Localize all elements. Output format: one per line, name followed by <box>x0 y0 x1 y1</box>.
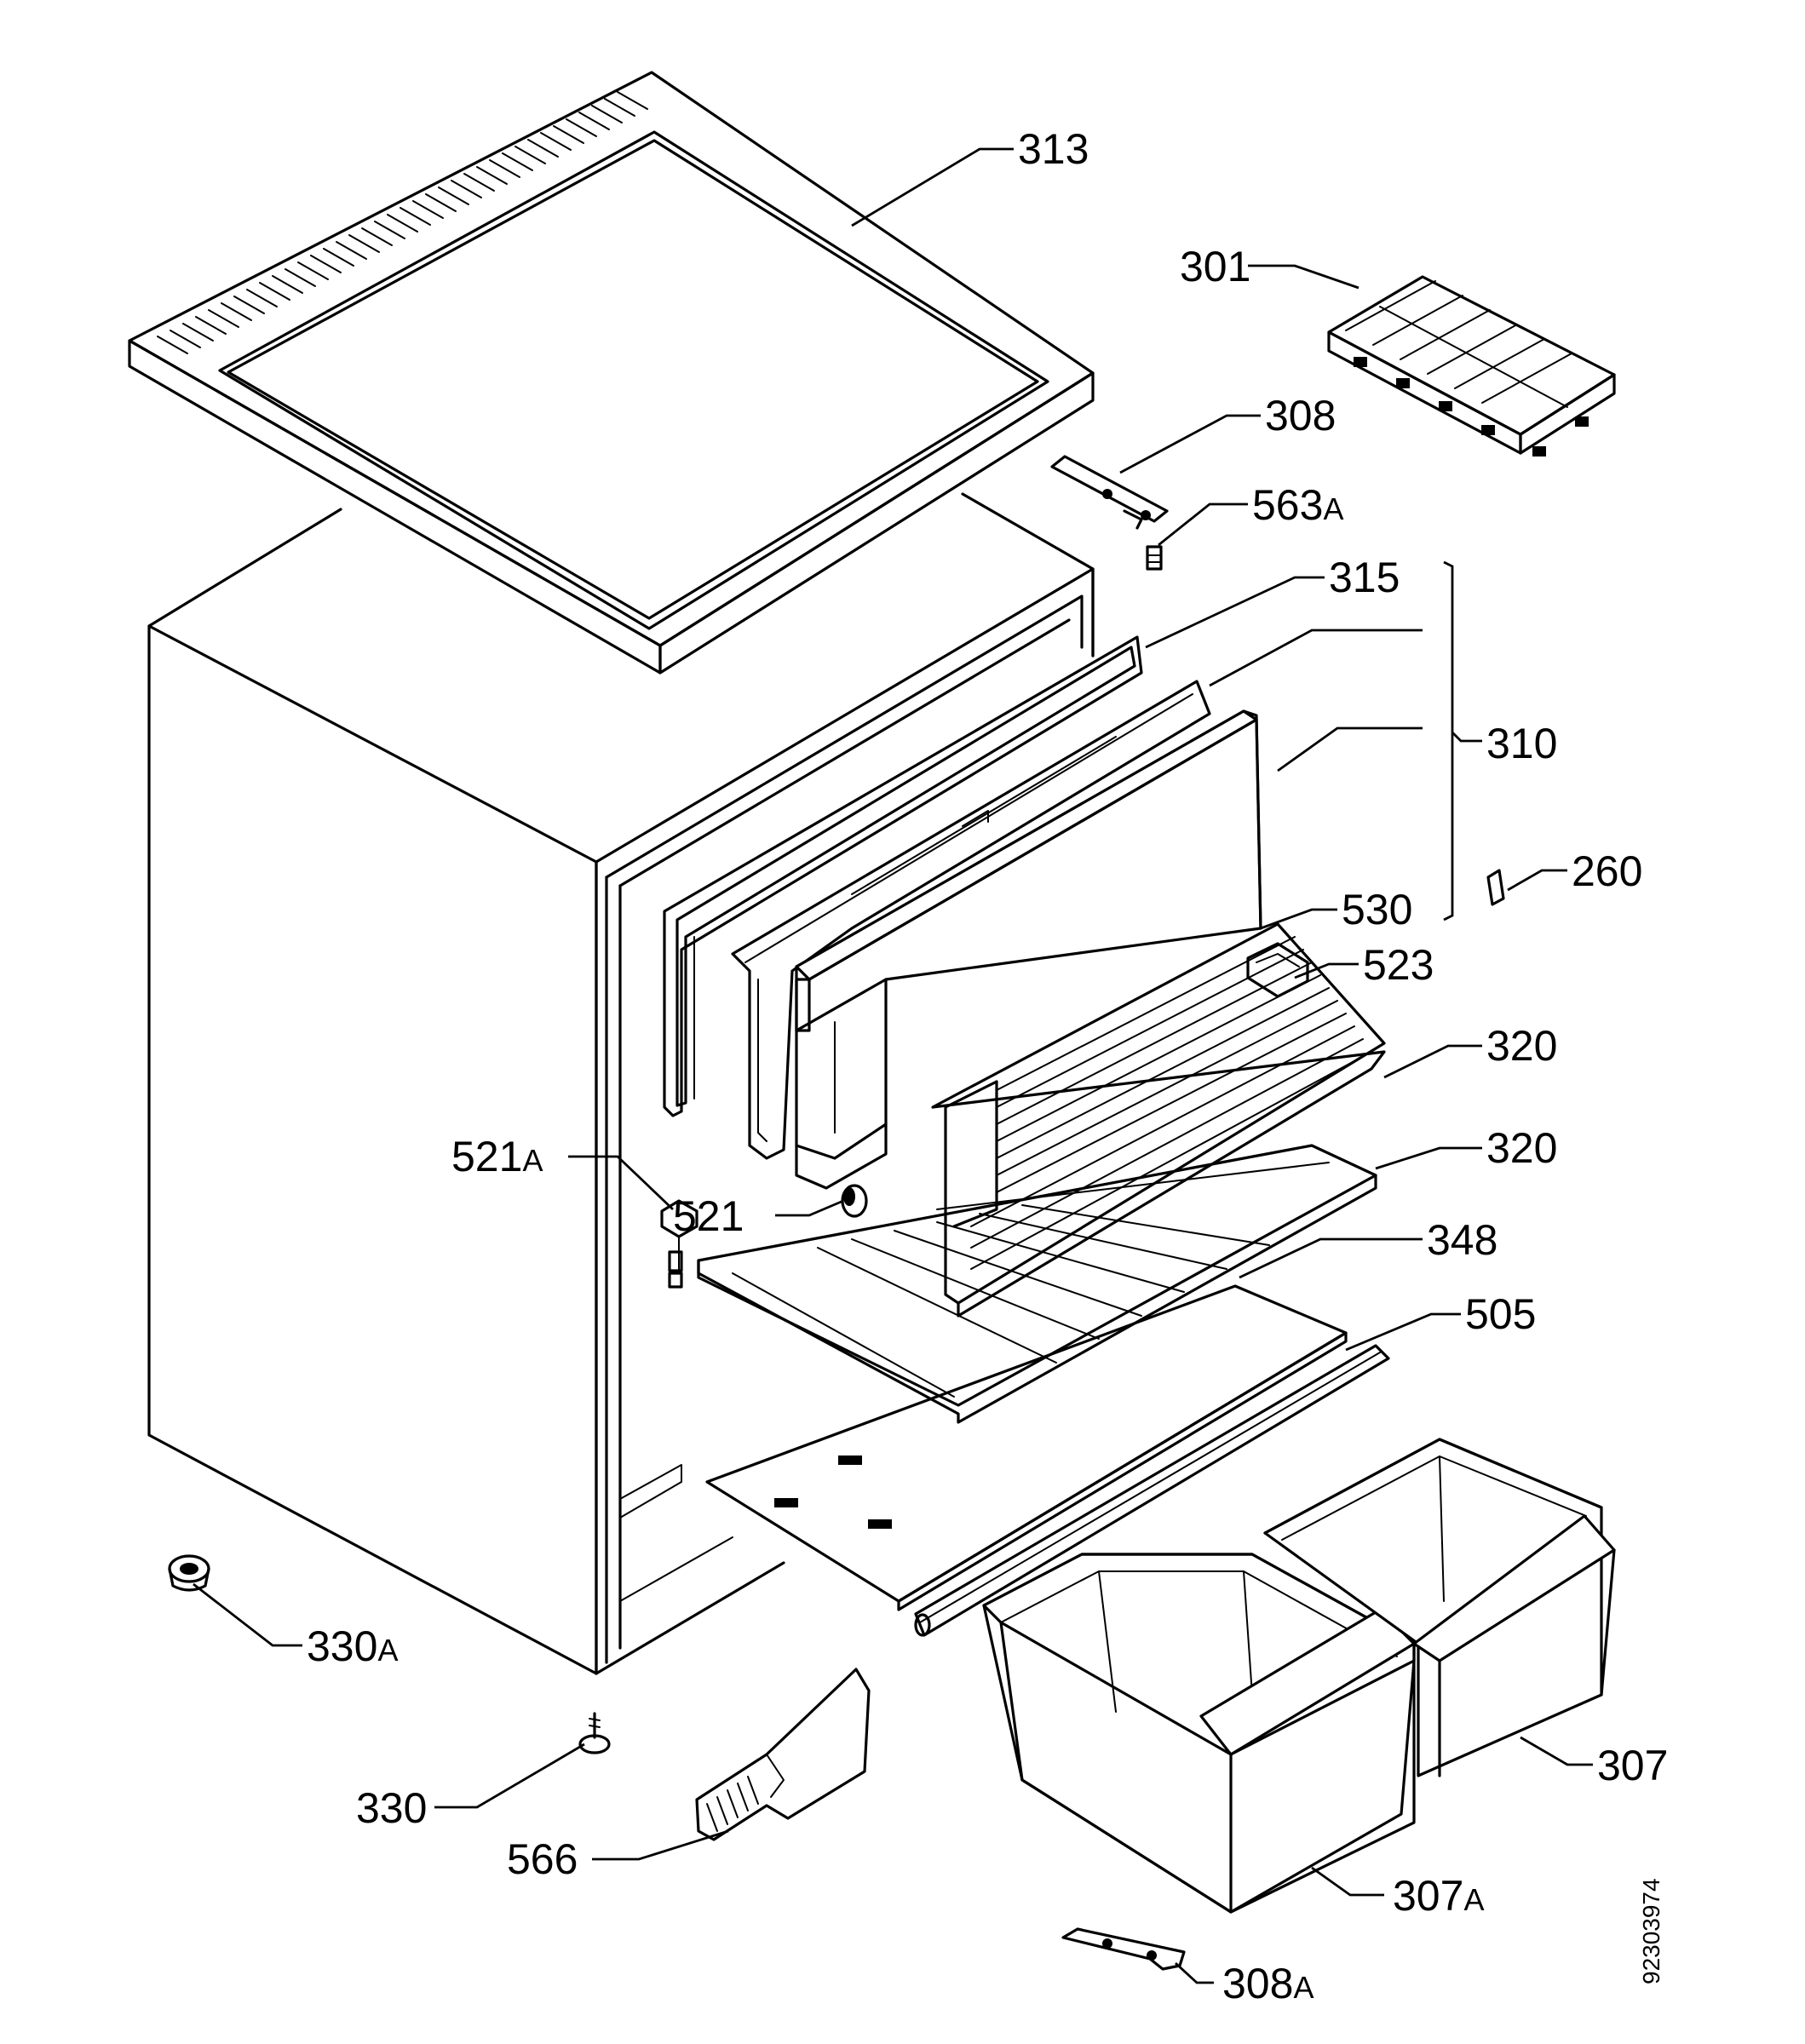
label-563A: 563A <box>1252 481 1343 529</box>
label-521A: 521A <box>451 1133 543 1180</box>
label-521: 521 <box>673 1192 744 1240</box>
levelling-foot-cap <box>168 1554 210 1592</box>
part-labels: 313 301 308 563A 315 310 260 530 523 320… <box>307 125 1668 2007</box>
ice-cube-tray <box>1327 275 1616 456</box>
cabinet-body <box>147 492 1095 1675</box>
leader-lines <box>193 147 1593 1984</box>
label-313: 313 <box>1018 125 1089 173</box>
label-260: 260 <box>1572 847 1642 895</box>
thermostat-cap <box>660 1199 698 1289</box>
vegetable-bin-front <box>982 1553 1416 1914</box>
door-handle-latch <box>1246 942 1309 998</box>
label-308A: 308A <box>1222 1960 1314 2007</box>
thermostat-knob <box>841 1184 868 1218</box>
label-530: 530 <box>1342 886 1412 933</box>
label-307A: 307A <box>1393 1872 1484 1920</box>
label-301: 301 <box>1180 243 1250 290</box>
lower-shelf <box>697 1144 1377 1424</box>
label-330: 330 <box>356 1784 427 1832</box>
label-308: 308 <box>1265 392 1336 439</box>
freezer-door-gasket <box>663 635 1143 1117</box>
trim-strip <box>914 1344 1390 1637</box>
label-523: 523 <box>1363 941 1434 989</box>
upper-shelf <box>931 922 1386 1318</box>
freezer-door-flap <box>795 709 1262 1190</box>
levelling-foot-screw <box>578 1712 611 1754</box>
hinge-bracket-top <box>1050 455 1169 530</box>
label-348: 348 <box>1427 1216 1497 1264</box>
label-566: 566 <box>507 1835 578 1883</box>
door-catch <box>1486 869 1505 906</box>
document-number: 92303974 <box>1638 1878 1664 1984</box>
freezer-door-inner-panel <box>731 680 1211 1160</box>
label-307: 307 <box>1597 1742 1668 1789</box>
label-330A: 330A <box>307 1622 398 1670</box>
label-320-lower: 320 <box>1486 1124 1557 1172</box>
glass-panel <box>705 1284 1348 1611</box>
label-315: 315 <box>1329 554 1400 601</box>
label-505: 505 <box>1465 1290 1536 1338</box>
hinge-pin <box>1146 545 1163 571</box>
vegetable-bin-rear <box>1263 1438 1616 1777</box>
label-310: 310 <box>1486 720 1557 767</box>
hinge-bracket-bottom <box>1061 1927 1186 1971</box>
label-320-upper: 320 <box>1486 1022 1557 1070</box>
ice-scraper <box>695 1668 871 1841</box>
worktop-part <box>128 71 1095 675</box>
